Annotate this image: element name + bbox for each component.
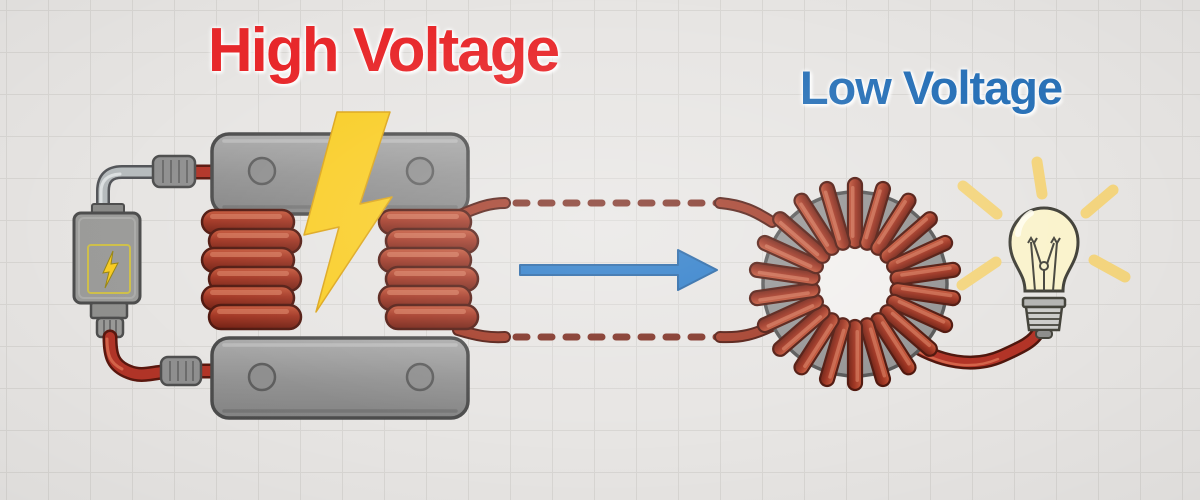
cable-sleeve-top <box>151 154 197 189</box>
primary-coil <box>200 208 303 331</box>
transformer <box>200 111 511 420</box>
low-voltage-label: Low Voltage <box>799 61 1063 114</box>
plug-bolt-icon <box>102 250 119 289</box>
flow-arrow-icon <box>519 249 718 291</box>
bulb-base <box>1021 296 1067 339</box>
cable-sleeve-bottom <box>159 355 203 387</box>
conduit-wire <box>96 165 165 225</box>
lightning-bolt-icon <box>303 111 393 313</box>
power-source-plug <box>72 154 226 387</box>
toroid-lead-top <box>714 197 778 228</box>
transformer-core-bottom <box>210 336 470 420</box>
secondary-coil <box>377 208 480 331</box>
light-bulb <box>956 156 1131 339</box>
bulb-glass <box>1008 206 1080 293</box>
bulb-filament <box>1027 236 1061 292</box>
high-voltage-label: High Voltage <box>207 16 560 85</box>
plug-neck <box>89 301 129 339</box>
bulb-glow-rays <box>956 156 1131 291</box>
toroid-inductor <box>714 176 1046 392</box>
bulb-glass-highlight <box>1015 210 1034 237</box>
plug-body <box>72 211 142 305</box>
